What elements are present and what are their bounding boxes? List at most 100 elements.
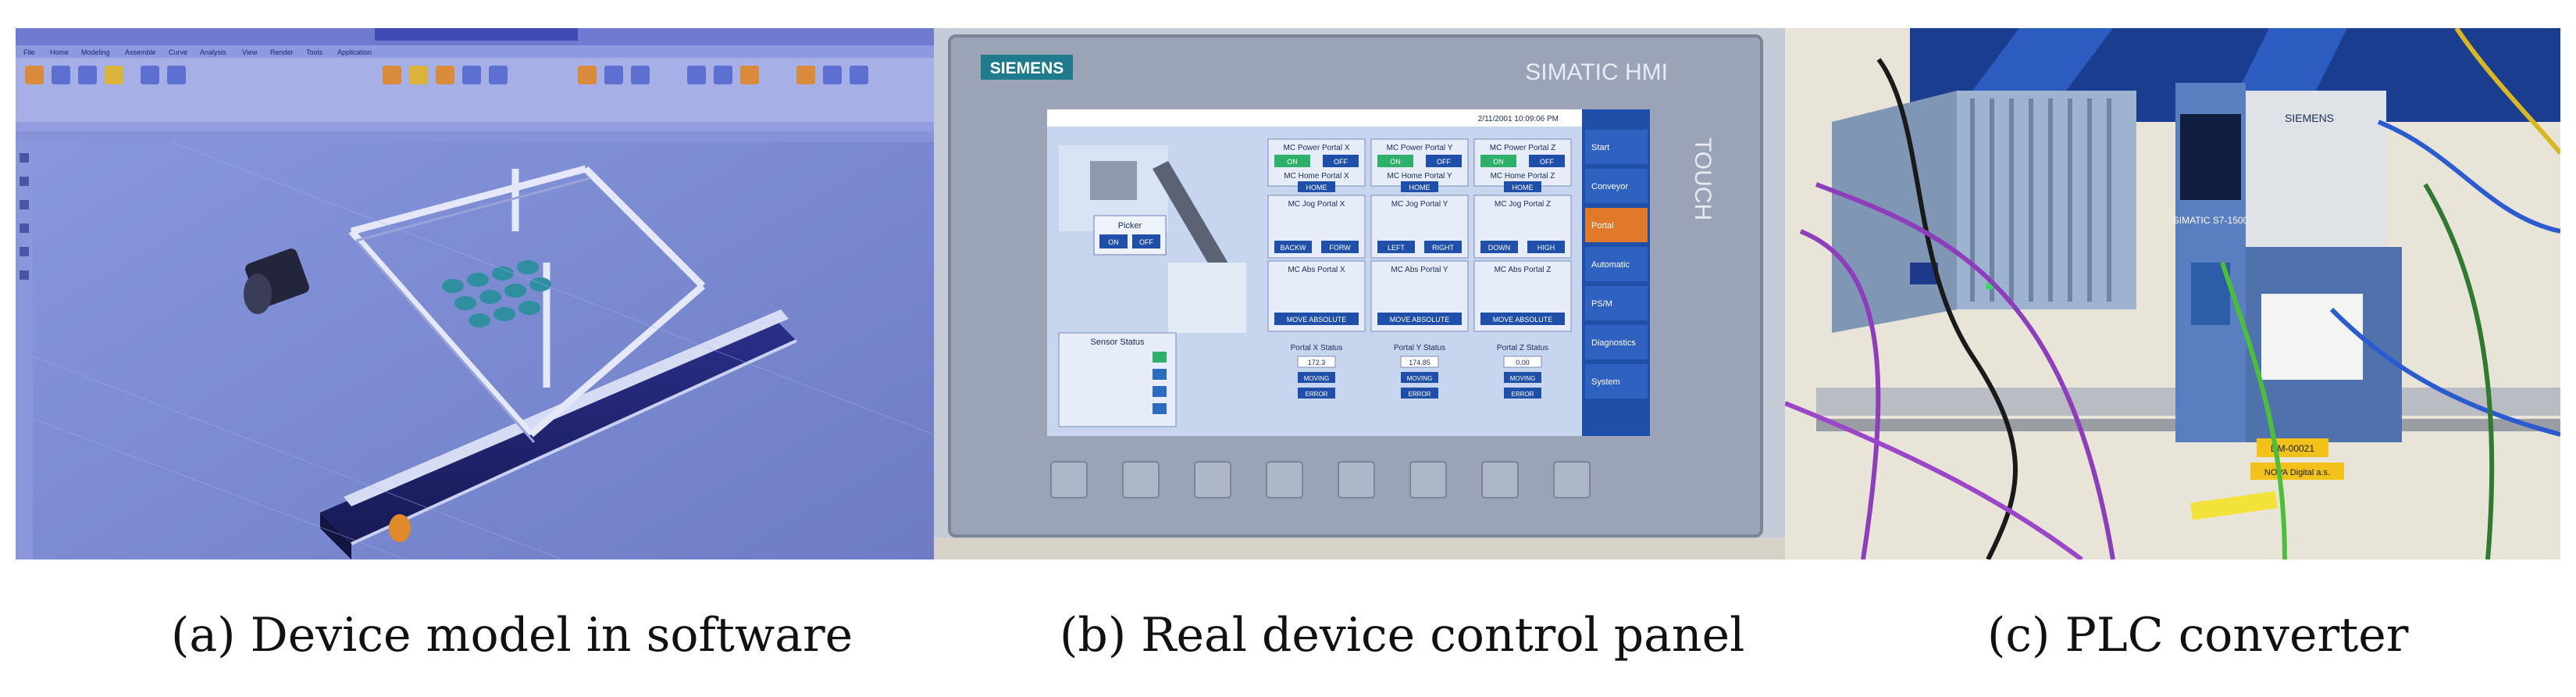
portal-z-home-button-label: HOME [1512, 184, 1534, 191]
portal-x-on-button[interactable] [1274, 155, 1310, 167]
menu-conveyor-label: Conveyor [1591, 182, 1628, 191]
portal-x-off-button[interactable] [1323, 155, 1359, 167]
tab-home[interactable]: Home [50, 48, 69, 56]
picker-on-button[interactable] [1099, 234, 1128, 248]
caption-a: (a) Device model in software [171, 608, 853, 663]
sensor-indicator [1153, 403, 1167, 414]
picker-off-label: OFF [1139, 238, 1153, 246]
tab-application[interactable]: Application [337, 48, 372, 56]
panel-hmi: SIEMENS SIMATIC HMI TOUCH 2/11/2001 10:0… [934, 28, 1785, 559]
menu-automatic[interactable] [1585, 247, 1648, 281]
portal-x-abs-label: MC Abs Portal X [1288, 266, 1345, 274]
tab-tools[interactable]: Tools [306, 48, 323, 56]
portal-y-jog-label: MC Jog Portal Y [1391, 200, 1448, 209]
portal-z-off-button[interactable] [1529, 155, 1565, 167]
portal-y-home-button-label: HOME [1409, 184, 1431, 191]
tab-curve[interactable]: Curve [169, 48, 187, 56]
portal-y-error-label: ERROR [1409, 391, 1431, 398]
portal-z-jog-label: MC Jog Portal Z [1495, 200, 1551, 209]
menu-diagnostics[interactable] [1585, 325, 1648, 359]
portal-y-status-label: Portal Y Status [1394, 344, 1445, 352]
portal-z-move-absolute-button[interactable] [1480, 313, 1565, 325]
tab-render[interactable]: Render [270, 48, 294, 56]
portal-y-on-button[interactable] [1377, 155, 1413, 167]
portal-x-jog-neg-label: BACKW [1280, 244, 1306, 252]
menu-diagnostics-label: Diagnostics [1591, 338, 1636, 348]
portal-z-abs-label: MC Abs Portal Z [1495, 266, 1552, 274]
menu-psm-label: PS/M [1591, 299, 1612, 309]
portal-y-off-button[interactable] [1426, 155, 1462, 167]
tab-modeling[interactable]: Modeling [81, 48, 110, 56]
portal-z-jog-neg-label: DOWN [1488, 244, 1511, 252]
portal-x-jog-pos-label: FORW [1329, 244, 1351, 252]
portal-z-moving-label: MOVING [1510, 375, 1535, 382]
portal-x-error-label: ERROR [1306, 391, 1328, 398]
hmi-datetime: 2/11/2001 10:09:06 PM [1478, 115, 1559, 123]
portal-y-move-absolute-button[interactable] [1377, 313, 1462, 325]
portal-y-jog-neg-button[interactable] [1377, 241, 1415, 253]
portal-y-jog-pos-button[interactable] [1424, 241, 1462, 253]
portal-x-jog-pos-button[interactable] [1321, 241, 1359, 253]
hmi-function-keys[interactable] [1050, 461, 1591, 499]
portal-z-error-indicator [1504, 388, 1541, 399]
portal-z-on-button[interactable] [1480, 155, 1516, 167]
menu-conveyor[interactable] [1585, 169, 1648, 203]
portal-z-status-label: Portal Z Status [1497, 344, 1548, 352]
tab-view[interactable]: View [242, 48, 258, 56]
gateway-device [1832, 91, 2136, 333]
portal-y-error-indicator [1401, 388, 1438, 399]
caption-c: (c) PLC converter [1987, 608, 2409, 663]
portal-x-move-absolute-label: MOVE ABSOLUTE [1287, 316, 1347, 323]
portal-z-position-field [1503, 356, 1542, 368]
left-toolbar[interactable] [20, 153, 29, 280]
portal-x-error-indicator [1298, 388, 1335, 399]
portal-x-column: MC Power Portal X ON OFF MC Home Portal … [1267, 138, 1366, 399]
portal-x-home-label: MC Home Portal X [1284, 172, 1349, 181]
asset-label-1-text: DM-00021 [2271, 443, 2314, 454]
portal-x-jog-label: MC Jog Portal X [1288, 200, 1345, 209]
portal-z-jog-pos-label: HIGH [1537, 244, 1555, 252]
menu-start-label: Start [1591, 143, 1609, 152]
pallet-model [442, 260, 551, 327]
sensor-indicator [1153, 352, 1167, 363]
servo-motor-model [244, 248, 309, 314]
asset-label-2 [2250, 463, 2344, 480]
portal-y-column: MC Power Portal Y ON OFF MC Home Portal … [1370, 138, 1469, 399]
portal-x-off-label: OFF [1334, 158, 1348, 166]
portal-z-moving-indicator [1504, 372, 1541, 383]
portal-z-home-button[interactable] [1504, 181, 1541, 192]
portal-x-power-label: MC Power Portal X [1283, 144, 1349, 152]
portal-x-home-button[interactable] [1298, 181, 1335, 192]
menu-portal[interactable] [1585, 208, 1648, 242]
hmi-screen[interactable]: 2/11/2001 10:09:06 PM Picker ON OFF Sens… [1047, 109, 1650, 436]
portal-y-home-label: MC Home Portal Y [1387, 172, 1452, 181]
plc-s7-1500: SIMATIC S7-1500 SIEMENS DM-00021 NOVA Di… [2173, 83, 2402, 480]
picker-off-button[interactable] [1132, 234, 1160, 248]
portal-z-jog-neg-button[interactable] [1480, 241, 1518, 253]
hmi-model: SIMATIC HMI [1525, 59, 1668, 85]
tab-file[interactable]: File [23, 48, 35, 56]
portal-z-power-label: MC Power Portal Z [1490, 144, 1555, 152]
panel-plc: SIMATIC S7-1500 SIEMENS DM-00021 NOVA Di… [1785, 28, 2560, 559]
plc-photo: SIMATIC S7-1500 SIEMENS DM-00021 NOVA Di… [1785, 28, 2560, 559]
portal-z-off-label: OFF [1540, 158, 1554, 166]
menu-system-label: System [1591, 377, 1620, 387]
menu-system[interactable] [1585, 364, 1648, 399]
ribbon-icons [25, 66, 868, 84]
portal-z-jog-pos-button[interactable] [1527, 241, 1565, 253]
portal-y-move-absolute-label: MOVE ABSOLUTE [1390, 316, 1450, 323]
hmi-photo: SIEMENS SIMATIC HMI TOUCH 2/11/2001 10:0… [934, 28, 1785, 559]
portal-x-on-label: ON [1287, 158, 1298, 166]
menu-psm[interactable] [1585, 286, 1648, 320]
portal-z-position-value: 0.00 [1516, 359, 1530, 366]
picker-label: Picker [1118, 221, 1142, 231]
menu-start[interactable] [1585, 130, 1648, 164]
portal-y-off-label: OFF [1437, 158, 1451, 166]
portal-x-jog-neg-button[interactable] [1274, 241, 1312, 253]
portal-y-home-button[interactable] [1401, 181, 1438, 192]
plc-brand-label: SIEMENS [2285, 112, 2334, 124]
portal-x-status-label: Portal X Status [1291, 344, 1343, 352]
tab-assemble[interactable]: Assemble [125, 48, 156, 56]
tab-analysis[interactable]: Analysis [200, 48, 226, 56]
portal-x-move-absolute-button[interactable] [1274, 313, 1359, 325]
